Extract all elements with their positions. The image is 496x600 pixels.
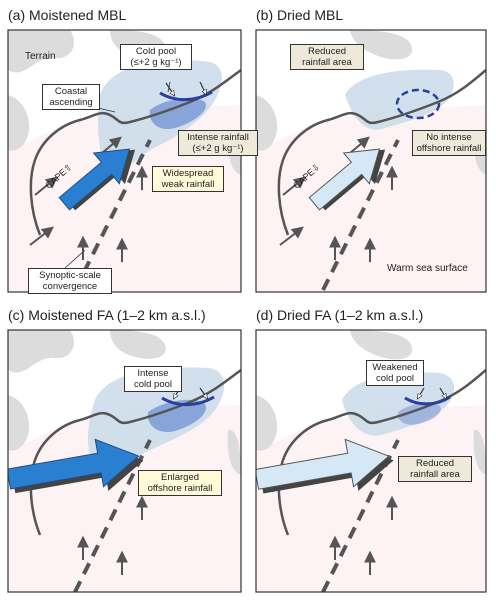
intense-rainfall-area — [397, 402, 441, 425]
terrain-blob — [8, 395, 30, 451]
wind-arrow — [282, 176, 306, 196]
panel-d-title: (d) Dried FA (1–2 km a.s.l.) — [256, 307, 424, 323]
terrain-blob — [8, 330, 75, 373]
outflow-arrow — [418, 387, 425, 398]
wind-arrow — [349, 136, 370, 154]
terrain-blob — [473, 429, 486, 475]
outflow-arrow — [199, 81, 206, 94]
no-intense-rainfall-ellipse — [395, 88, 441, 120]
convergence-line — [321, 139, 400, 291]
terrain-blob — [227, 429, 241, 475]
weakened-cold-pool-label: Weakened cold pool — [366, 360, 424, 386]
leader-line — [64, 249, 86, 269]
coastal-ascending-label: Coastal ascending — [42, 84, 100, 110]
cold-pool-line — [159, 90, 213, 102]
enlarged-rainfall-label: Enlarged offshore rainfall — [138, 470, 222, 496]
panel-a — [8, 30, 241, 292]
panel-c-frame — [7, 329, 242, 593]
intense-cold-pool-label: Intense cold pool — [124, 366, 182, 392]
terrain-blob — [256, 395, 278, 451]
panel-b-frame — [255, 29, 487, 293]
wind-arrow — [34, 176, 58, 196]
widespread-rainfall-label: Widespread weak rainfall — [152, 166, 224, 192]
reduced-rainfall-label: Reduced rainfall area — [398, 456, 472, 482]
dry-inflow-arrow — [308, 148, 386, 211]
outflow-arrow — [165, 82, 174, 95]
leader-line — [167, 81, 171, 93]
panel-c-title: (c) Moistened FA (1–2 km a.s.l.) — [8, 307, 206, 323]
panel-a-frame — [7, 29, 242, 293]
cold-pool-line — [161, 395, 215, 407]
intense-rainfall-area — [149, 98, 206, 130]
coastline — [29, 369, 241, 536]
panel-d-frame — [255, 329, 487, 593]
terrain-label: Terrain — [25, 51, 56, 62]
outflow-arrow — [199, 387, 207, 398]
convergence-line — [73, 139, 152, 291]
panel-b-title: (b) Dried MBL — [256, 7, 344, 23]
terrain-blob — [110, 330, 166, 359]
coastline — [277, 69, 486, 236]
wind-arrow — [279, 226, 304, 246]
intense-rainfall-label: Intense rainfall (≤+2 g kg⁻¹) — [178, 130, 258, 156]
dry-inflow-arrow — [256, 438, 394, 494]
terrain-blob — [8, 95, 30, 151]
synoptic-convergence-label: Synoptic-scale convergence — [28, 268, 112, 294]
warm-sea-label: Warm sea surface — [387, 263, 468, 274]
leader-line — [97, 107, 116, 113]
intense-rainfall-area — [147, 399, 206, 433]
rainfall-area — [342, 372, 455, 436]
wind-arrow — [29, 226, 54, 246]
no-intense-rainfall-label: No intense offshore rainfall — [412, 130, 486, 156]
moist-inflow-arrow — [58, 148, 136, 211]
wind-arrow — [101, 136, 122, 154]
terrain-blob — [8, 30, 75, 73]
coastline — [29, 69, 241, 236]
moist-inflow-arrow — [8, 438, 144, 494]
cold-pool-label: Cold pool (≤+2 g kg⁻¹) — [120, 44, 192, 70]
panel-a-title: (a) Moistened MBL — [8, 7, 127, 23]
terrain-blob — [256, 95, 278, 151]
terrain-blob — [350, 30, 413, 60]
outflow-arrow — [439, 387, 446, 398]
panel-c — [8, 330, 241, 592]
terrain-blob — [350, 330, 413, 360]
reduced-rainfall-label: Reduced rainfall area — [290, 44, 364, 70]
